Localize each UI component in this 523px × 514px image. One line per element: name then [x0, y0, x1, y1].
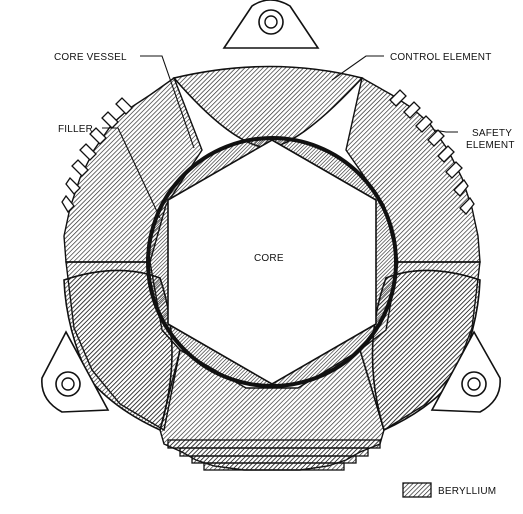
leader-safety-element — [433, 129, 458, 133]
mounting-lug-right — [430, 330, 501, 413]
reflector-steps-upper-right — [389, 89, 475, 215]
leader-control-element — [331, 55, 384, 81]
label-safety-element-line2: ELEMENT — [466, 140, 515, 151]
label-core-vessel: CORE VESSEL — [54, 52, 127, 63]
leader-filler — [102, 127, 161, 219]
label-safety-element-line1: SAFETY — [472, 128, 512, 139]
core-vessel — [146, 136, 398, 388]
mounting-lug-top — [222, 0, 320, 49]
label-core: CORE — [254, 253, 284, 264]
mounting-lug-left — [41, 330, 110, 413]
reflector-steps-bottom — [167, 439, 381, 471]
label-control-element: CONTROL ELEMENT — [390, 52, 492, 63]
legend-label-beryllium: BERYLLIUM — [438, 486, 496, 497]
label-filler: FILLER — [58, 124, 93, 135]
legend-swatch-beryllium — [402, 482, 432, 498]
leader-core-vessel — [140, 55, 195, 149]
control-element — [172, 65, 364, 149]
control-element-lower-left — [63, 269, 173, 432]
legend: BERYLLIUM — [402, 482, 496, 498]
leader-lines — [102, 55, 458, 219]
reflector-steps-upper-left — [61, 97, 133, 214]
